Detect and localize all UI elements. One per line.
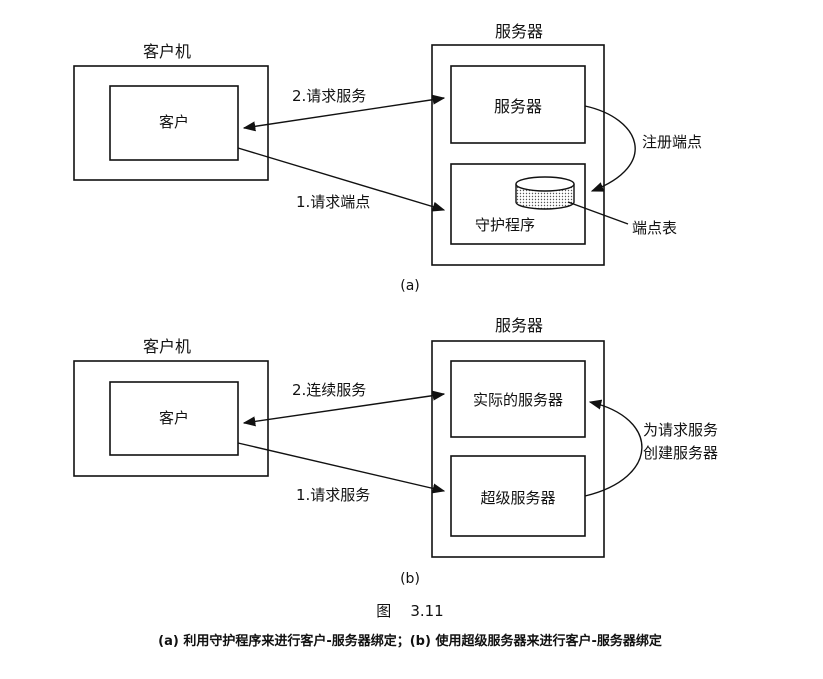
daemon-box-a — [450, 163, 586, 245]
server-machine-label-a: 服务器 — [495, 22, 543, 41]
register-endpoint-label: 注册端点 — [642, 133, 702, 151]
actual-server-box — [450, 360, 586, 438]
endpoint-table-leader — [567, 201, 629, 225]
client-machine-label-b: 客户机 — [143, 337, 191, 356]
caption-a: (a) — [400, 278, 420, 294]
actual-server-label: 实际的服务器 — [473, 391, 563, 409]
server-machine-box-b — [431, 340, 605, 558]
super-server-label: 超级服务器 — [480, 489, 555, 507]
request-endpoint-label: 1.请求端点 — [296, 193, 370, 211]
continue-service-label: 2.连续服务 — [292, 381, 366, 399]
request-service-arrow-a — [242, 94, 446, 132]
caption-b: (b) — [400, 571, 420, 587]
client-box-b — [109, 381, 239, 456]
server-box-a — [450, 65, 586, 144]
server-label-a: 服务器 — [494, 97, 542, 116]
server-machine-label-b: 服务器 — [495, 316, 543, 335]
daemon-label-a: 守护程序 — [475, 216, 535, 234]
endpoint-table-icon — [515, 176, 575, 210]
diagram-a: 客户机 客户 服务器 服务器 守护程序 端点表 注册端点 2.请求服务 1.请求… — [73, 22, 702, 294]
create-server-arrow — [584, 399, 643, 497]
register-endpoint-arrow — [584, 105, 636, 192]
client-label-b: 客户 — [159, 409, 189, 427]
diagram-b: 客户机 客户 服务器 实际的服务器 超级服务器 为请求服务 创建服务器 2.连续… — [73, 316, 718, 587]
client-machine-label-a: 客户机 — [143, 42, 191, 61]
request-endpoint-arrow — [237, 147, 446, 212]
request-service-arrow-b — [237, 442, 446, 494]
client-label-a: 客户 — [159, 113, 189, 131]
create-server-label-line1: 为请求服务 — [643, 421, 718, 439]
server-machine-box-a — [431, 44, 605, 266]
request-service-label-a: 2.请求服务 — [292, 87, 366, 105]
request-service-label-b: 1.请求服务 — [296, 486, 370, 504]
continue-service-arrow — [242, 390, 446, 427]
client-box-a — [109, 85, 239, 161]
figure-caption: (a) 利用守护程序来进行客户-服务器绑定；(b) 使用超级服务器来进行客户-服… — [158, 633, 662, 649]
endpoint-table-label: 端点表 — [632, 219, 677, 237]
figure-title: 图 3.11 — [376, 602, 443, 620]
create-server-label-line2: 创建服务器 — [643, 444, 718, 462]
